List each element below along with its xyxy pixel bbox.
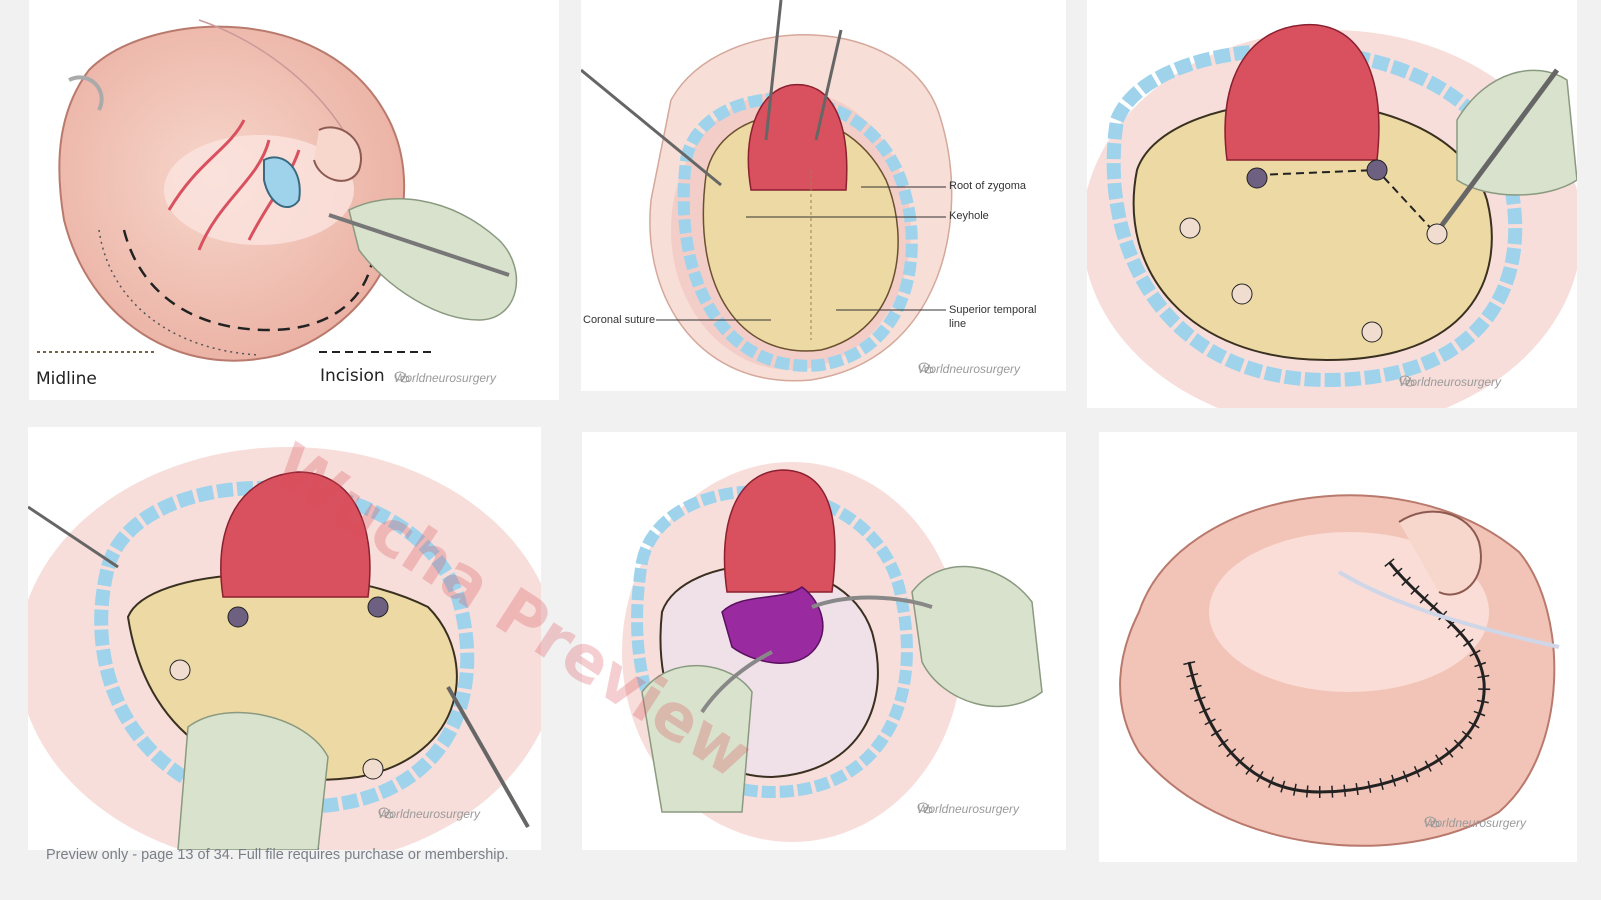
watermark: Worldneurosurgery xyxy=(918,362,1021,376)
sutured-incision xyxy=(1187,561,1486,794)
label-coronal-suture: Coronal suture xyxy=(583,314,656,326)
incision-label: Incision xyxy=(320,366,385,386)
incision-line xyxy=(122,229,376,332)
wechat-icon xyxy=(378,807,394,819)
clip-border xyxy=(94,480,475,815)
watermark: Worldneurosurgery xyxy=(917,802,1020,816)
watermark: Worldneurosurgery xyxy=(1399,375,1502,389)
burr-hole xyxy=(1366,159,1388,181)
wechat-icon xyxy=(917,802,933,814)
incision-drawing xyxy=(37,19,518,362)
wechat-icon xyxy=(1399,375,1415,387)
retracted-flap xyxy=(263,156,301,209)
gloved-hand-right xyxy=(911,565,1043,708)
wechat-icon xyxy=(1424,816,1440,828)
tumor-resection-drawing xyxy=(622,462,1043,842)
label-superior-temporal-line-2: line xyxy=(949,318,967,330)
midline-label: Midline xyxy=(36,369,97,389)
burr-hole xyxy=(1426,223,1448,245)
watermark: Worldneurosurgery xyxy=(1424,816,1527,830)
bone-flap-drawing xyxy=(28,447,541,850)
burr-hole xyxy=(362,758,384,780)
tumor xyxy=(721,586,824,664)
gloved-hand-left xyxy=(641,664,753,813)
wechat-icon xyxy=(394,371,410,383)
burr-hole xyxy=(1179,217,1201,239)
closure-drawing xyxy=(1119,494,1560,847)
aspirator xyxy=(811,595,933,609)
burr-hole xyxy=(169,659,191,681)
illustration-closure: Worldneurosurgery xyxy=(1099,432,1577,862)
burr-hole xyxy=(1246,167,1268,189)
watermark: Worldneurosurgery xyxy=(378,807,481,821)
label-superior-temporal-line-1: Superior temporal xyxy=(949,304,1037,316)
anatomy-drawing xyxy=(581,0,953,382)
temporalis-muscle xyxy=(1224,23,1380,161)
temporalis-muscle xyxy=(220,471,371,598)
drill xyxy=(1439,68,1560,227)
watermark: Worldneurosurgery xyxy=(394,371,497,385)
scalpel xyxy=(328,213,510,277)
illustration-tumor-resection: Worldneurosurgery xyxy=(582,432,1066,850)
dissector xyxy=(446,686,530,828)
preview-notice: Preview only - page 13 of 34. Full file … xyxy=(46,847,509,863)
label-root-of-zygoma: Root of zygoma xyxy=(949,180,1027,192)
illustration-burr-holes: Worldneurosurgery xyxy=(1087,0,1577,408)
gloved-hand xyxy=(177,711,329,850)
midline-line xyxy=(98,229,260,356)
gloved-hand xyxy=(348,198,518,321)
burr-hole xyxy=(227,606,249,628)
burr-hole xyxy=(1361,321,1383,343)
burr-hole xyxy=(367,596,389,618)
illustration-incision: Midline Incision Worldneurosurgery xyxy=(29,0,559,400)
ear xyxy=(1398,510,1482,596)
label-keyhole: Keyhole xyxy=(949,210,989,222)
suction xyxy=(700,650,773,714)
drain-tube xyxy=(1337,570,1560,649)
temporalis-muscle xyxy=(723,469,836,593)
wechat-icon xyxy=(918,362,934,374)
burr-holes-drawing xyxy=(1087,23,1577,408)
illustration-anatomy-labels: Root of zygoma Keyhole Coronal suture Su… xyxy=(581,0,1066,391)
illustration-bone-flap: Worldneurosurgery xyxy=(28,427,541,850)
burr-hole xyxy=(1231,283,1253,305)
